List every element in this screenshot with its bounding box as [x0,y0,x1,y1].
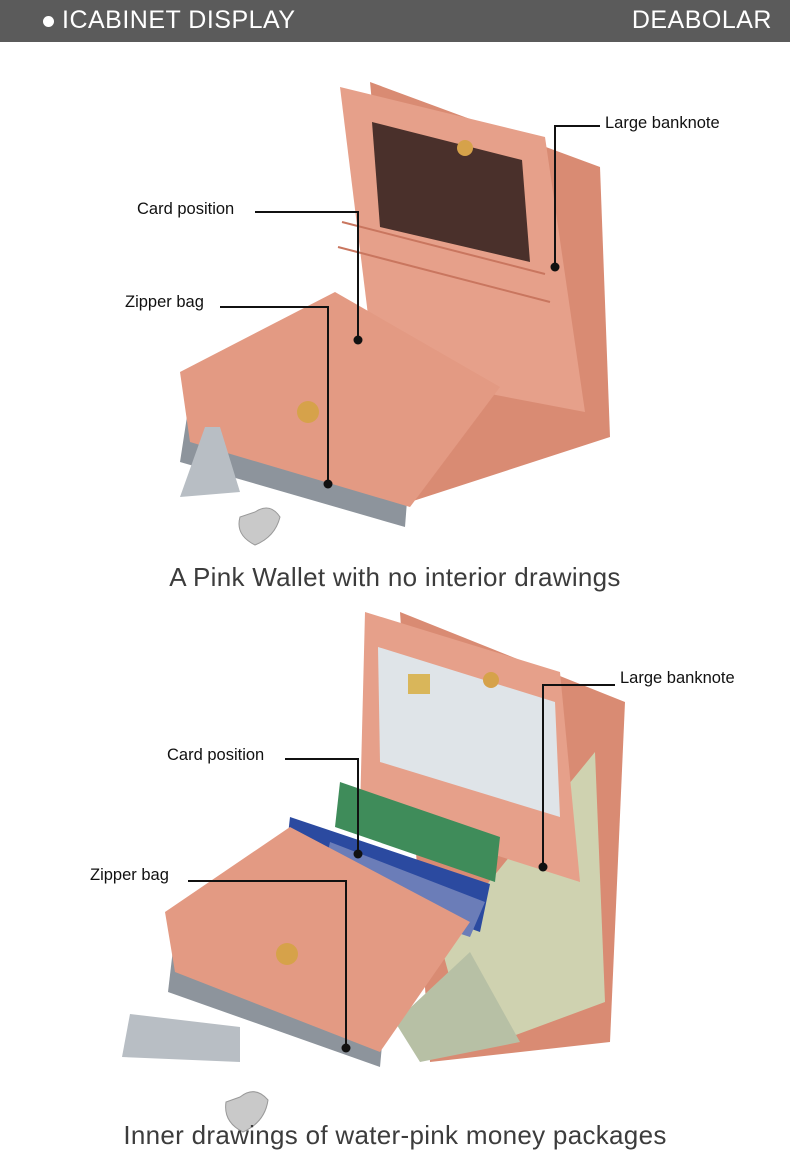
label-large-banknote: Large banknote [620,669,735,687]
heart-charm [225,1091,269,1133]
page-header: ICABINET DISPLAY DEABOLAR [0,0,790,42]
leader-dot [323,479,333,489]
snap-button-top [457,140,473,156]
brand-name: DEABOLAR [631,6,772,34]
wallet-lower-flap [165,827,470,1052]
leader-dot [341,1043,351,1053]
tassel [122,1014,240,1062]
label-card-position: Card position [137,200,235,218]
snap-button-top [483,672,499,688]
leader-line-banknote [542,684,615,867]
leader-line-zipper [188,880,347,1048]
leader-dot [353,849,363,859]
panel-caption: A Pink Wallet with no interior drawings [169,562,621,592]
leader-line-card [255,211,359,340]
panel-caption: Inner drawings of water-pink money packa… [123,1120,667,1150]
wallet-illustration-plain [180,82,610,546]
bullet-dot-icon [43,16,54,27]
tassel [180,427,240,497]
card-slot-line [341,221,546,275]
leader-dot [550,262,560,272]
card-chip [408,674,430,694]
label-large-banknote: Large banknote [605,114,720,132]
wallet-lower-flap [180,292,500,507]
wallet-panel-plain: Large banknote Card position Zipper bag … [0,42,790,602]
header-title: ICABINET DISPLAY [62,6,296,34]
label-card-position: Card position [167,746,265,764]
banknote-stack [395,952,520,1062]
wallet-panel-filled: Large banknote Card position Zipper bag … [0,602,790,1165]
card-slot-line [337,246,551,303]
id-window [372,122,530,262]
leader-line-zipper [220,306,329,484]
leader-line-card [285,758,359,854]
bank-card [335,782,500,882]
wallet-illustration-filled [122,612,625,1133]
leader-line-banknote [554,125,600,267]
snap-button-bottom [276,943,298,965]
leader-dot [538,862,548,872]
label-zipper-bag: Zipper bag [90,866,169,884]
heart-charm [238,507,281,546]
label-zipper-bag: Zipper bag [125,293,204,311]
snap-button-bottom [297,401,319,423]
leader-dot [353,335,363,345]
